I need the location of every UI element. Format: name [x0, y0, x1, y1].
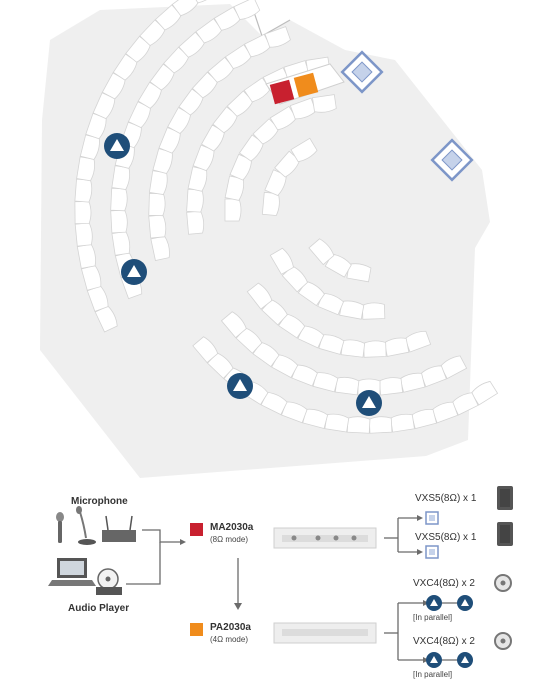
seat — [220, 311, 247, 339]
vxc4-speaker-icon — [426, 652, 442, 668]
vxc4-label: VXC4(8Ω) x 2 — [413, 636, 475, 647]
vxc4-speaker-icon — [457, 652, 473, 668]
seat — [308, 238, 335, 266]
seat — [290, 137, 318, 163]
seat — [361, 302, 386, 320]
ma2030a-unit — [273, 527, 377, 549]
floor-plan — [40, 0, 499, 478]
seat — [224, 198, 242, 222]
pa2030a-indicator — [190, 623, 203, 636]
seat — [74, 222, 93, 247]
vxs5-product-icon — [497, 486, 513, 510]
vxc4-speaker-icon — [457, 595, 473, 611]
vxs5-product-icon — [497, 522, 513, 546]
vxs5-label: VXS5(8Ω) x 1 — [415, 493, 477, 504]
parallel-note: [In parallel] — [413, 613, 453, 622]
gooseneck-mic-icon — [76, 506, 96, 545]
seat — [148, 192, 166, 217]
ceiling-speaker-marker — [104, 133, 130, 159]
ceiling-speaker-marker — [121, 259, 147, 285]
ma-to-pa-connector — [234, 558, 242, 610]
seat — [74, 201, 92, 225]
stage-speaker-upper — [340, 50, 384, 94]
handheld-mic-icon — [56, 512, 64, 543]
laptop-icon — [48, 558, 96, 586]
seat — [189, 0, 218, 4]
vxc4-speaker-icon — [426, 595, 442, 611]
ma2030a-mode: (8Ω mode) — [210, 535, 248, 544]
seat — [110, 187, 128, 212]
seat — [186, 188, 204, 213]
ma-output-wiring — [384, 515, 423, 555]
parallel-note: [In parallel] — [413, 670, 453, 679]
stage-speaker-lower — [430, 138, 474, 182]
seat — [264, 26, 291, 48]
rack-amp-red — [269, 79, 295, 105]
vxc4-product-icon — [494, 632, 512, 650]
seat — [192, 336, 219, 364]
ceiling-speaker-marker — [227, 373, 253, 399]
seat — [74, 178, 93, 203]
vxs5-speaker-icon — [425, 545, 439, 559]
ma2030a-indicator — [190, 523, 203, 536]
seat — [186, 210, 205, 235]
ceiling-speaker-marker — [356, 390, 382, 416]
seat — [246, 282, 273, 310]
seat — [148, 214, 167, 239]
vxc4-label: VXC4(8Ω) x 2 — [413, 578, 475, 589]
vxc4-product-icon — [494, 574, 512, 592]
source-wiring — [126, 529, 186, 585]
seating-rows — [74, 0, 499, 434]
pa2030a-mode: (4Ω mode) — [210, 635, 248, 644]
seat — [312, 94, 337, 113]
seat — [363, 340, 387, 358]
seat — [233, 0, 261, 20]
vxs5-label: VXS5(8Ω) x 1 — [415, 532, 477, 543]
seat — [378, 377, 404, 396]
seat — [110, 209, 128, 234]
wireless-receiver-icon — [102, 515, 136, 542]
pa-output-wiring — [384, 600, 460, 663]
seat — [346, 416, 371, 434]
vxs5-speaker-icon — [425, 511, 439, 525]
system-diagram — [48, 486, 513, 668]
microphone-label: Microphone — [71, 496, 128, 507]
rack-amp-orange — [293, 72, 319, 98]
room-floor — [40, 4, 490, 478]
seat — [340, 339, 366, 358]
ma2030a-model: MA2030a — [210, 522, 254, 533]
seat — [269, 247, 294, 275]
pa2030a-model: PA2030a — [210, 622, 251, 633]
cd-player-icon — [96, 568, 122, 595]
seat — [261, 191, 280, 216]
seat — [368, 416, 393, 434]
pa2030a-unit — [273, 622, 377, 644]
stage-amplifier-rack — [265, 63, 345, 105]
audio-player-label: Audio Player — [68, 603, 130, 614]
